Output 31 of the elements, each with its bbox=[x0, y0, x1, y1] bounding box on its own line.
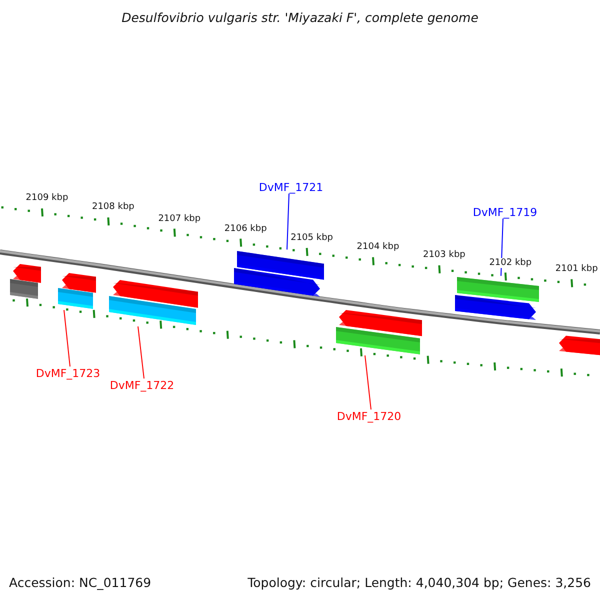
gene-feature bbox=[558, 334, 600, 357]
gene-bar bbox=[335, 326, 421, 356]
genome-summary-text: Topology: circular; Length: 4,040,304 bp; Genes: 3,256 bbox=[248, 575, 591, 590]
gene-label: DvMF_1720 bbox=[336, 410, 402, 422]
scale-label: 2107 kbp bbox=[158, 214, 201, 224]
scale-label: 2109 kbp bbox=[26, 193, 68, 204]
gene-feature bbox=[61, 270, 97, 294]
scale-label: 2105 kbp bbox=[290, 232, 333, 243]
scale-label: 2104 kbp bbox=[356, 242, 400, 252]
gene-bar bbox=[9, 278, 39, 300]
scale-label: 2108 kbp bbox=[92, 202, 134, 212]
gene-bar bbox=[456, 276, 540, 303]
gene-feature bbox=[454, 294, 537, 321]
gene-bar bbox=[57, 287, 94, 310]
gene-label: DvMF_1723 bbox=[36, 366, 100, 380]
gene-feature bbox=[12, 262, 42, 284]
leader-line bbox=[364, 354, 372, 410]
gene-label: DvMF_1721 bbox=[258, 180, 324, 194]
accession-text: Accession: NC_011769 bbox=[9, 575, 152, 590]
scale-label: 2102 kbp bbox=[489, 258, 532, 268]
leader-line bbox=[64, 310, 70, 367]
gene-feature bbox=[233, 267, 321, 298]
scale-label: 2103 kbp bbox=[422, 250, 466, 260]
leader-line bbox=[286, 193, 290, 250]
leader-line bbox=[138, 326, 144, 379]
gene-label: DvMF_1719 bbox=[472, 206, 538, 218]
scale-label: 2101 kbp bbox=[555, 264, 598, 274]
diagram-title: Desulfovibrio vulgaris str. 'Miyazaki F', complete genome bbox=[120, 10, 480, 25]
gene-label: DvMF_1722 bbox=[110, 378, 174, 392]
gene-bar bbox=[108, 295, 197, 326]
scale-label: 2106 kbp bbox=[224, 224, 267, 234]
